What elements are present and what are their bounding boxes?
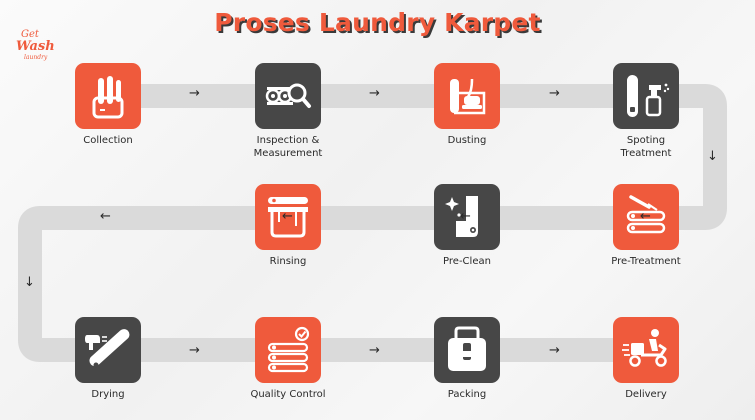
arrow-down-icon: ↓: [24, 275, 35, 290]
step-label: Collection: [83, 135, 133, 146]
sparkle-carpet-icon: [434, 184, 500, 250]
arrow-down-icon: ↓: [707, 149, 718, 164]
step-label: Pre-Treatment: [611, 256, 681, 267]
arrow-left-icon: ←: [100, 209, 111, 224]
arrow-left-icon: ←: [282, 209, 293, 224]
page-title: Proses Laundry Karpet: [214, 8, 541, 37]
step-label: Delivery: [625, 389, 667, 400]
step-label: Pre-Clean: [443, 256, 491, 267]
step-label: Rinsing: [269, 256, 307, 267]
arrow-right-icon: →: [189, 343, 200, 358]
arrow-left-icon: ←: [640, 209, 651, 224]
step-label: Drying: [91, 389, 125, 400]
arrow-right-icon: →: [189, 86, 200, 101]
arrow-right-icon: →: [369, 343, 380, 358]
vacuum-carpet-icon: [434, 63, 500, 129]
arrow-right-icon: →: [549, 343, 560, 358]
step-label: Dusting: [447, 135, 487, 146]
hand-icon: [75, 63, 141, 129]
magnifier-rolls-icon: [255, 63, 321, 129]
spray-icon: [613, 63, 679, 129]
dryer-icon: [75, 317, 141, 383]
arrow-right-icon: →: [549, 86, 560, 101]
checklist-icon: [255, 317, 321, 383]
package-icon: [434, 317, 500, 383]
scooter-icon: [613, 317, 679, 383]
logo-line3: laundry: [24, 54, 48, 61]
step-label: Quality Control: [250, 389, 326, 400]
rinse-tub-icon: [255, 184, 321, 250]
step-label: Spoting Treatment: [620, 135, 672, 159]
step-label: Packing: [447, 389, 487, 400]
rolls-brush-icon: [613, 184, 679, 250]
logo-line2: Wash: [16, 39, 55, 54]
logo-line1: Get: [21, 29, 40, 40]
brand-logo: Get Wash laundry: [14, 26, 56, 66]
arrow-left-icon: ←: [460, 209, 471, 224]
step-label: Inspection & Measurement: [253, 135, 323, 159]
arrow-right-icon: →: [369, 86, 380, 101]
